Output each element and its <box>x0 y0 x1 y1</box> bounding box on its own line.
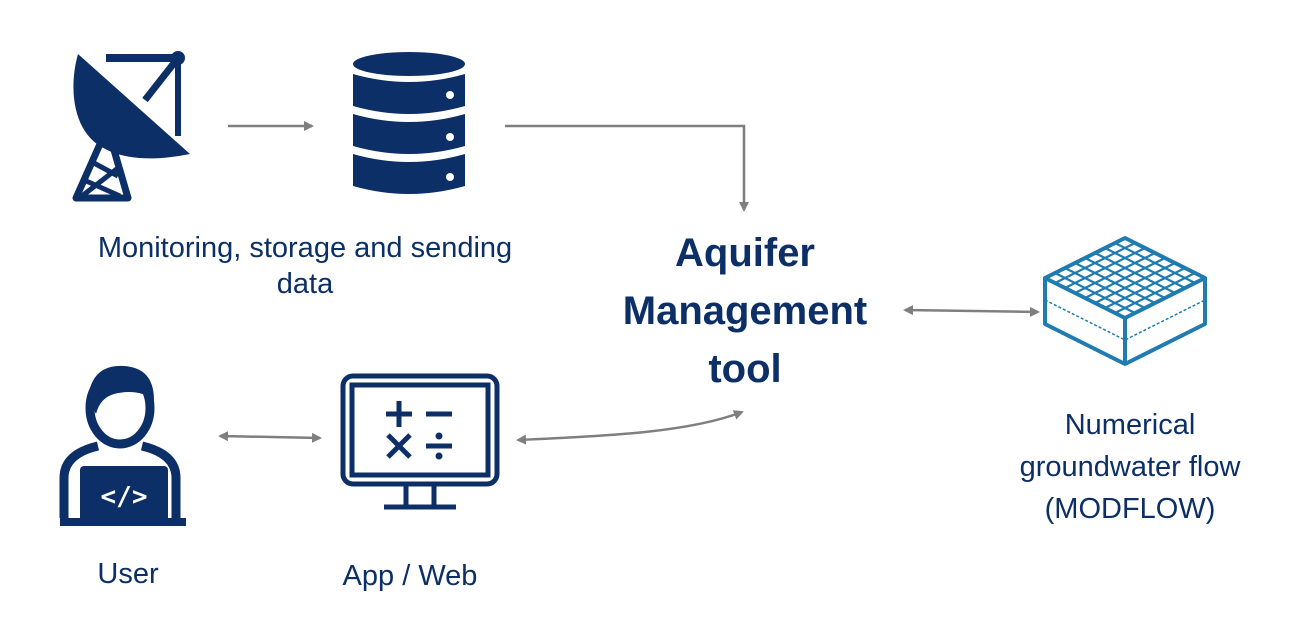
label-model-line-3: (MODFLOW) <box>1044 493 1216 525</box>
database-icon <box>353 52 465 194</box>
label-model: Numerical groundwater flow (MODFLOW) <box>980 404 1280 530</box>
label-monitoring-line-1: Monitoring, storage and sending <box>97 232 513 264</box>
calculator-monitor-icon <box>340 373 500 510</box>
arrow-tool-model <box>903 305 1040 317</box>
center-title: Aquifer Management tool <box>590 224 900 398</box>
label-model-line-2: groundwater flow <box>1019 451 1241 483</box>
center-title-line-1: Aquifer <box>675 231 815 275</box>
label-user-line-1: User <box>97 558 159 590</box>
groundwater-grid-icon <box>1043 236 1207 366</box>
label-model-line-1: Numerical <box>1064 409 1196 441</box>
center-title-line-3: tool <box>708 347 782 391</box>
label-monitoring-line-2: data <box>276 268 334 300</box>
center-title-line-2: Management <box>622 289 868 333</box>
svg-text:</>: </> <box>101 482 148 512</box>
label-monitoring: Monitoring, storage and sending data <box>40 230 570 302</box>
label-app-line-1: App / Web <box>342 560 478 592</box>
label-user: User <box>58 556 198 592</box>
satellite-dish-icon <box>72 51 190 202</box>
arrow-storage-to-tool <box>505 124 749 212</box>
arrow-user-app <box>218 431 322 443</box>
user-laptop-icon: </> <box>59 365 186 526</box>
arrow-app-tool <box>516 410 744 445</box>
label-app: App / Web <box>300 558 520 594</box>
